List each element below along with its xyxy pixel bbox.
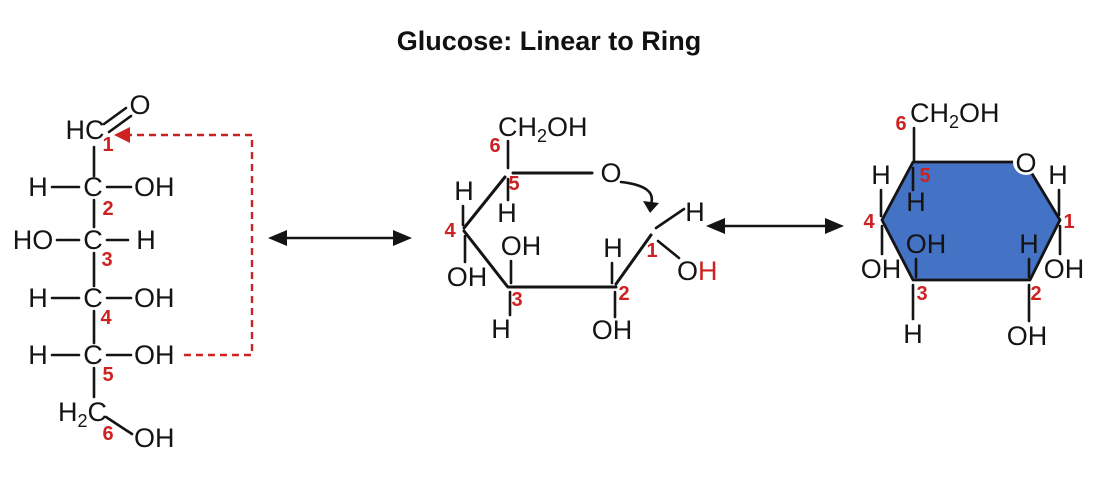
c5-h-label: H [28,340,48,370]
carbon-number-1: 1 [646,240,657,262]
carbon-number-3: 3 [511,289,522,311]
c2-oh-label: OH [592,315,633,345]
c3-oh-label: OH [906,229,947,259]
c1-h-label: H [685,197,705,227]
bond [104,415,134,436]
cyclization-arrowhead [114,127,130,143]
carbon-number-4: 4 [863,211,875,233]
c4-oh-label: OH [134,283,175,313]
c2-oh-label: OH [1007,321,1048,351]
arrowhead-left [706,218,725,234]
intermediate-structure: CH2OH 6 O 5 H H 4 OH OH 3 H H 2 OH [444,112,717,345]
c5-h-label: H [906,187,926,217]
ring-oxygen-background [1013,149,1039,175]
ring-edge-c2-c1 [614,233,653,286]
ch2oh-label: CH2OH [910,98,1000,132]
c4-h-label: H [28,283,48,313]
equilibrium-arrow-right [706,218,844,234]
c3-h-label: H [136,225,156,255]
c2-h-label: H [1019,229,1039,259]
carbon-number-5: 5 [508,173,519,195]
carbon-number-6: 6 [102,423,113,445]
c3-ho-label: HO [13,225,54,255]
aldehyde-group-label: HC [66,115,105,145]
carbon-number-3: 3 [101,249,112,271]
carbon-number-2: 2 [102,198,113,220]
c1-h-label: H [1048,160,1068,190]
c2-oh-label: OH [134,172,175,202]
ring-oxygen-label: O [1015,148,1036,178]
arrowhead-right [393,230,412,246]
attack-curved-arrow [619,180,654,206]
c3-h-label: H [903,319,923,349]
double-bond-line [107,114,133,134]
attack-arrowhead [643,201,659,213]
bond [656,239,681,260]
aldehyde-oxygen-label: O [129,90,150,120]
c4-carbon-label: C [83,283,103,313]
carbon-number-6: 6 [895,113,906,135]
cyclization-dashed-arrow [126,133,254,357]
arrowhead-right [825,218,844,234]
c5-oh-label: OH [134,340,175,370]
c5-h-label: H [497,198,517,228]
ring-oxygen-label: O [600,158,621,188]
bond [654,207,686,230]
c3-oh-label: OH [501,231,542,261]
carbon-number-2: 2 [618,283,629,305]
linear-structure: O HC 1 H C OH 2 HO C H 3 H C OH 4 H [13,90,254,453]
page-title: Glucose: Linear to Ring [397,26,702,56]
carbon-number-3: 3 [916,283,927,305]
carbon-number-4: 4 [444,220,456,242]
c4-oh-label: OH [447,262,488,292]
ch2oh-label: CH2OH [498,112,588,146]
equilibrium-arrow-left [268,230,412,246]
c2-h-label: H [28,172,48,202]
carbon-number-5: 5 [102,364,113,386]
carbon-number-2: 2 [1030,283,1041,305]
c4-h-label: H [454,176,474,206]
c2-h-label: H [603,233,623,263]
carbon-number-1: 1 [1063,211,1074,233]
carbon-number-1: 1 [102,134,113,156]
carbon-number-6: 6 [489,135,500,157]
ring-edge-c4-c3 [462,229,509,288]
ring-structure: O CH2OH 6 5 H H 4 OH OH 3 H H 2 OH H 1 O… [861,98,1085,351]
carbon-number-4: 4 [100,307,112,329]
c3-carbon-label: C [83,225,103,255]
hexagon-ring [880,160,1062,282]
double-bond-line [102,106,128,126]
c3-h-label: H [491,314,511,344]
c2-carbon-label: C [83,172,103,202]
c6-oh-label: OH [134,423,175,453]
c4-oh-label: OH [861,254,902,284]
c4-h-label: H [871,160,891,190]
c5-carbon-label: C [83,340,103,370]
c1-oh-label: OH [1044,254,1085,284]
c6-h2c-label: H2C [58,397,107,431]
c1-oh-label: OH [677,256,718,286]
carbon-number-5: 5 [919,165,930,187]
arrowhead-left [268,230,287,246]
ring-edge-c5-c4 [462,175,507,230]
